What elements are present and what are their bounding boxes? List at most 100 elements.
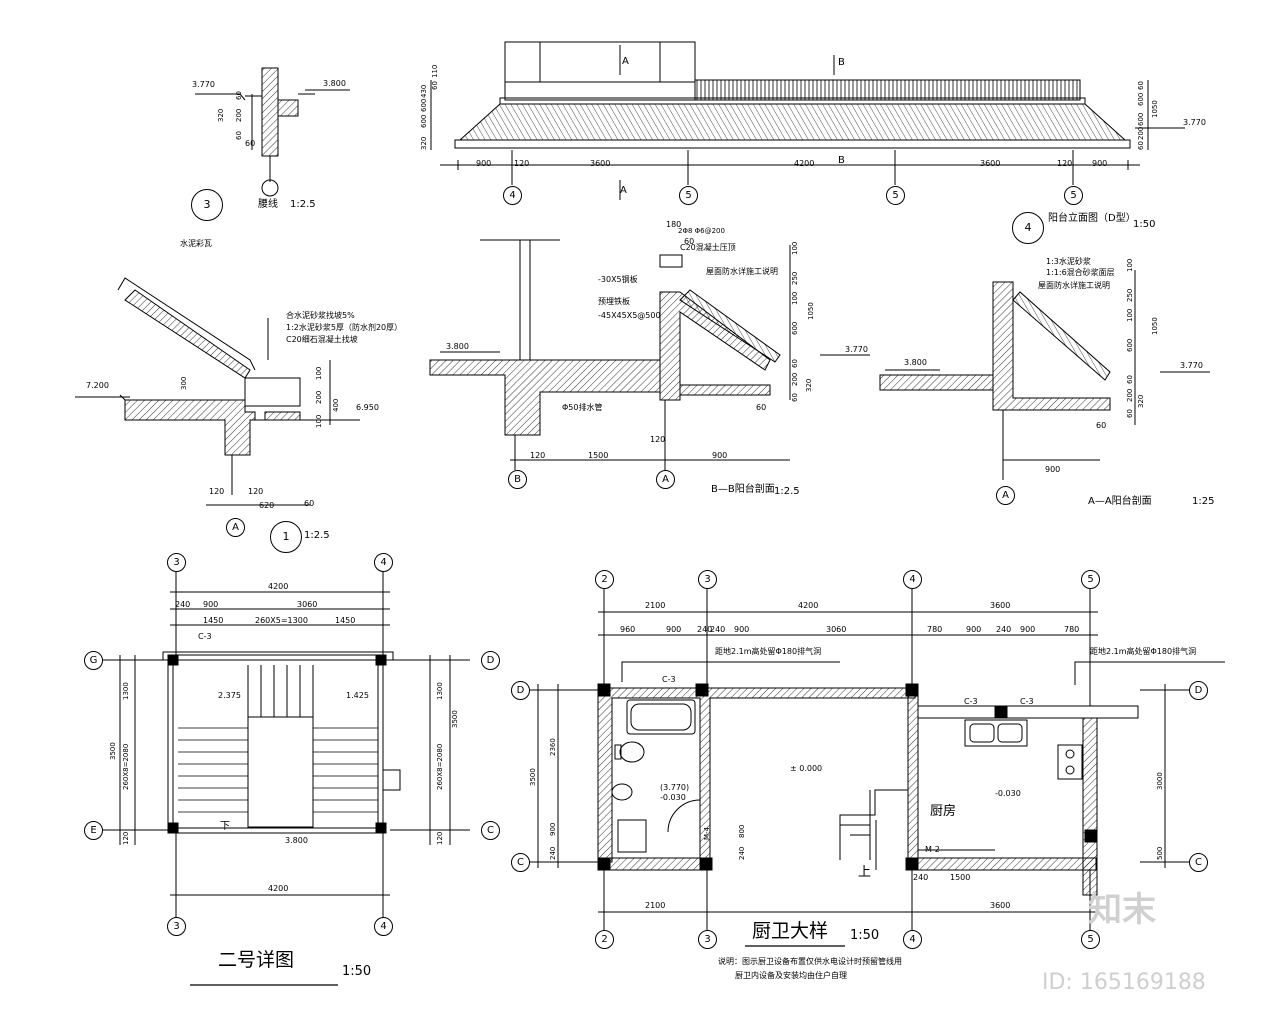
cornice-dim: 200 <box>235 108 243 122</box>
bb-dim: 250 <box>791 271 799 285</box>
elev-dim: 4200 <box>794 159 815 168</box>
aa-dim: 600 <box>1126 338 1134 352</box>
aa-note: 1:3水泥砂浆 <box>1046 257 1091 266</box>
eave-detail-number: 1 <box>270 521 302 553</box>
stair-dim: 3500 <box>451 710 459 728</box>
stair-dim: 1450 <box>335 616 356 625</box>
aa-note: 1:1:6混合砂浆面层 <box>1046 268 1115 277</box>
kb-door: M-2 <box>925 845 940 854</box>
eave-dim: 300 <box>180 376 188 390</box>
bb-note: 2Φ8 Φ6@200 <box>678 227 725 235</box>
bb-dim: 60 <box>684 237 695 246</box>
stair-dim: 260X8=2080 <box>122 743 130 790</box>
bb-elev-right: 3.770 <box>845 345 868 354</box>
watermark-logo: 知末 <box>1088 890 1156 930</box>
elev-left-dim: 110 <box>431 64 439 78</box>
kb-dim: 900 <box>966 625 982 634</box>
grid-bubble: 3 <box>167 553 186 572</box>
kb-dim: 1500 <box>950 873 971 882</box>
grid-bubble: 4 <box>503 186 522 205</box>
eave-dim: 200 <box>315 390 323 404</box>
kb-dim: 4200 <box>798 601 819 610</box>
grid-bubble: B <box>508 470 527 489</box>
kb-dim: 500 <box>1156 846 1164 860</box>
kb-dim: 240 <box>549 846 557 860</box>
bb-dim: 1500 <box>588 451 609 460</box>
cornice-elev-right: 3.800 <box>323 79 346 88</box>
grid-bubble: 3 <box>698 930 717 949</box>
kb-dim: 240 <box>710 625 726 634</box>
aa-dim: 250 <box>1126 288 1134 302</box>
bb-note: -45X45X5@500 <box>598 311 661 320</box>
kb-dim: 240 <box>738 846 746 860</box>
kb-dim: 3000 <box>1156 772 1164 790</box>
bb-scale: 1:2.5 <box>774 486 800 497</box>
bb-dim: 100 <box>791 241 799 255</box>
grid-bubble: 5 <box>1064 186 1083 205</box>
kb-vent-note: 距地2.1m高处留Φ180排气洞 <box>1090 647 1197 656</box>
axis-mark-b: B <box>838 155 845 166</box>
bb-dim: 60 <box>756 403 767 412</box>
elev-dim: 900 <box>476 159 492 168</box>
aa-dim: 1050 <box>1151 317 1159 335</box>
stair-dim: 260X8=2080 <box>436 743 444 790</box>
kb-window: C-3 <box>964 697 978 706</box>
stair-window: C-3 <box>198 632 212 641</box>
bb-title: B—B阳台剖面 <box>711 484 775 495</box>
grid-bubble: A <box>226 518 245 537</box>
kb-dim: 2100 <box>645 601 666 610</box>
kb-room-kitchen: 厨房 <box>930 804 957 819</box>
elev-left-dim: 600 <box>420 114 428 128</box>
aa-dim: 100 <box>1126 308 1134 322</box>
grid-bubble: 5 <box>886 186 905 205</box>
elev-left-dim: 600 <box>420 98 428 112</box>
grid-bubble: 5 <box>1081 570 1100 589</box>
bb-dim: 200 <box>791 372 799 386</box>
grid-bubble: C <box>511 853 530 872</box>
bb-dim: 60 <box>791 359 799 368</box>
stair-dim: 4200 <box>268 582 289 591</box>
bb-section <box>430 240 870 470</box>
bb-dim: 1050 <box>807 302 815 320</box>
kb-dim: 240 <box>913 873 929 882</box>
kb-dim: 780 <box>927 625 943 634</box>
elev-right-total: 1050 <box>1151 100 1159 118</box>
kb-elev: -0.030 <box>995 789 1021 798</box>
eave-note: 1:2水泥砂浆5厚（防水剂20厚） <box>286 323 403 332</box>
kb-dim: 900 <box>549 822 557 836</box>
grid-bubble: 2 <box>595 570 614 589</box>
elev-dim: 120 <box>1057 159 1073 168</box>
aa-dim: 60 <box>1126 375 1134 384</box>
elev-level: 3.770 <box>1183 118 1206 127</box>
eave-elev-right: 6.950 <box>356 403 379 412</box>
bb-note: 屋面防水详施工说明 <box>706 267 778 276</box>
aa-dim: 60 <box>1126 409 1134 418</box>
kb-elev: -0.030 <box>660 793 686 802</box>
stair-dim: 3500 <box>109 742 117 760</box>
kb-scale: 1:50 <box>850 928 880 943</box>
eave-callout: 水泥彩瓦 <box>180 239 212 248</box>
elev-right-dim: 600 <box>1137 112 1145 126</box>
aa-dim: 60 <box>1096 421 1107 430</box>
axis-mark-a: A <box>620 185 627 196</box>
cornice-scale: 1:2.5 <box>290 199 316 210</box>
bb-dim: 100 <box>791 291 799 305</box>
stair-plan <box>95 570 470 985</box>
axis-mark-b: B <box>838 57 845 68</box>
grid-bubble: 4 <box>374 917 393 936</box>
cornice-elev-left: 3.770 <box>192 80 215 89</box>
eave-dim: 100 <box>315 414 323 428</box>
elev-dim: 120 <box>514 159 530 168</box>
aa-dim: 900 <box>1045 465 1061 474</box>
stair-dim: 260X5=1300 <box>255 616 308 625</box>
elev-dim: 900 <box>1092 159 1108 168</box>
bb-note: Φ50排水管 <box>562 403 603 412</box>
kb-dim: 900 <box>666 625 682 634</box>
grid-bubble: 4 <box>374 553 393 572</box>
bb-dim: 600 <box>791 321 799 335</box>
grid-bubble: 3 <box>167 917 186 936</box>
aa-dim: 320 <box>1137 394 1145 408</box>
elev-right-dim: 600 <box>1137 92 1145 106</box>
bb-elev-left: 3.800 <box>446 342 469 351</box>
